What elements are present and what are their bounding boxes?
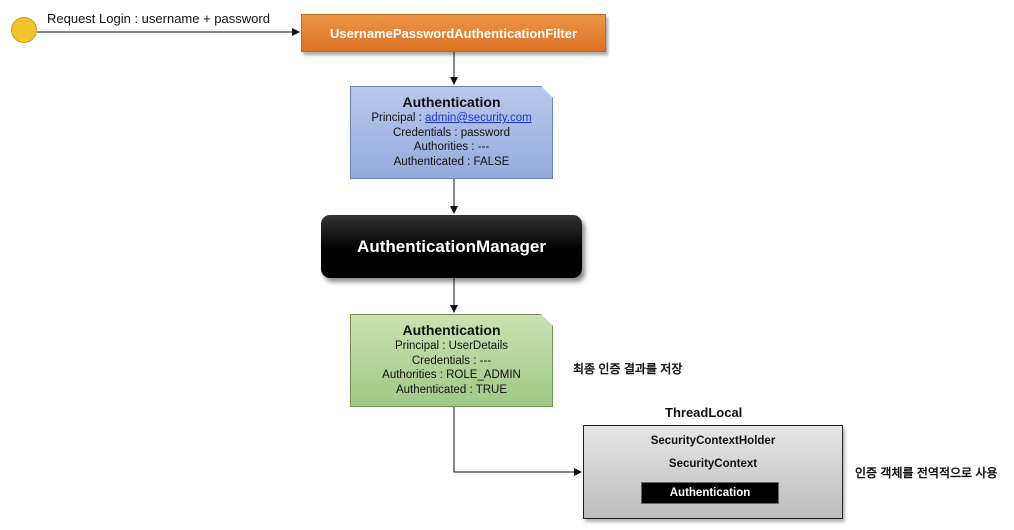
auth-before-authenticated: Authenticated : FALSE: [393, 155, 510, 168]
auth-after-credentials: Credentials : ---: [411, 354, 492, 367]
auth-after-title: Authentication: [402, 322, 501, 338]
authentication-verified-node: Authentication Principal : UserDetails C…: [350, 314, 553, 407]
auth-after-authenticated: Authenticated : TRUE: [395, 383, 507, 396]
auth-before-principal-prefix: Principal :: [371, 112, 425, 124]
authentication-manager-node: AuthenticationManager: [321, 215, 582, 278]
stored-authentication-label: Authentication: [669, 487, 751, 499]
context-holder-label: SecurityContextHolder: [650, 435, 776, 447]
start-node: [11, 17, 37, 43]
auth-before-principal: Principal : admin@security.com: [351, 111, 552, 126]
principal-email-link[interactable]: admin@security.com: [425, 112, 532, 124]
authentication-unverified-node: Authentication Principal : admin@securit…: [350, 86, 553, 179]
manager-label: AuthenticationManager: [357, 236, 546, 256]
security-context-holder-node: SecurityContextHolder SecurityContext Au…: [583, 425, 843, 519]
start-label: Request Login : username + password: [47, 11, 270, 26]
auth-after-authorities: Authorities : ROLE_ADMIN: [382, 369, 521, 381]
security-context-label: SecurityContext: [668, 458, 758, 470]
auth-before-title: Authentication: [402, 94, 501, 110]
save-result-note: 최종 인증 결과를 저장: [573, 362, 683, 376]
auth-after-principal: Principal : UserDetails: [394, 340, 509, 352]
auth-before-credentials: Credentials : password: [393, 126, 510, 139]
stored-authentication-node: Authentication: [641, 482, 779, 504]
filter-node: UsernamePasswordAuthenticationFilter: [301, 14, 606, 52]
filter-label: UsernamePasswordAuthenticationFilter: [329, 25, 578, 41]
threadlocal-label: ThreadLocal: [665, 405, 743, 420]
global-use-note: 인증 객체를 전역적으로 사용: [855, 466, 998, 480]
auth-before-authorities: Authorities : ---: [413, 141, 490, 153]
arrow-auth-to-context: [453, 407, 582, 476]
